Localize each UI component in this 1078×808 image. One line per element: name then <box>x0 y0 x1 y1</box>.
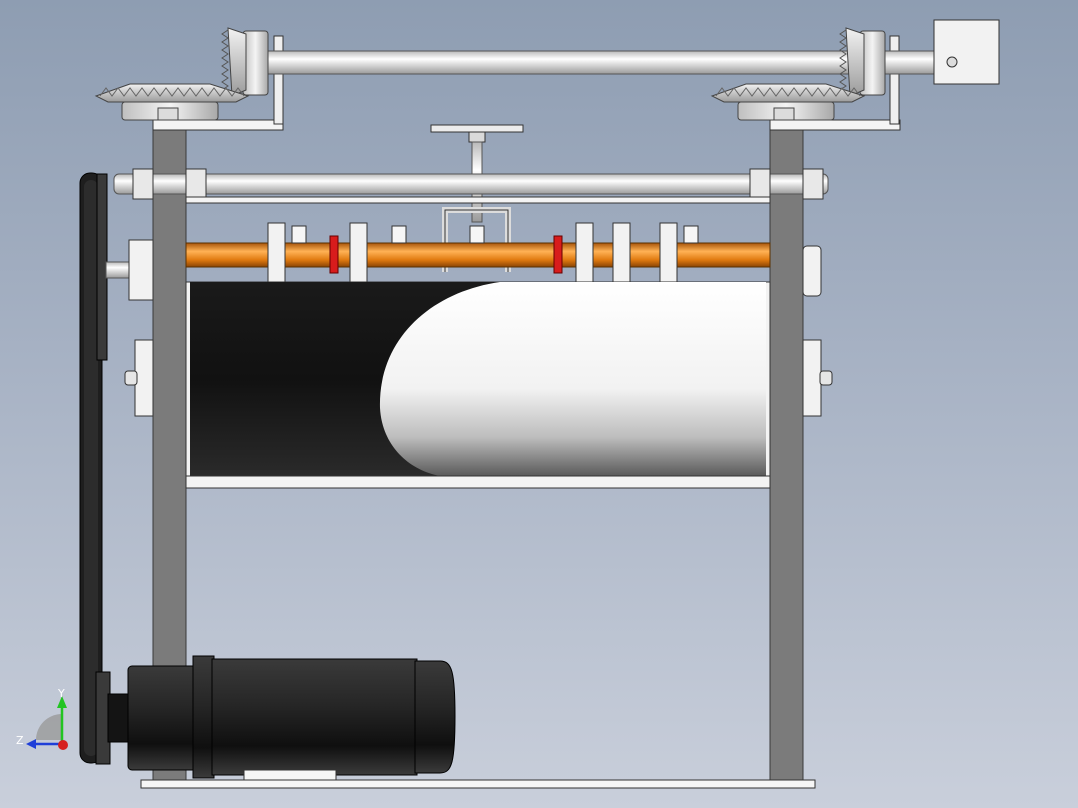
tension-rod[interactable] <box>113 168 829 204</box>
handwheel[interactable] <box>933 19 1000 85</box>
top-shaft[interactable] <box>242 50 939 75</box>
bracket-upright-left[interactable] <box>273 35 284 125</box>
bearing-block-left-lower[interactable] <box>134 339 154 417</box>
bevel-gear-right[interactable] <box>710 27 886 121</box>
top-bracket-right[interactable] <box>769 119 901 131</box>
triad-z-label: Z <box>16 734 24 747</box>
bevel-gear-left[interactable] <box>94 27 269 121</box>
view-orientation-triad: Y Z <box>16 687 68 750</box>
frame-post-right[interactable] <box>769 127 804 781</box>
marker-left <box>329 235 339 274</box>
pulley[interactable] <box>95 173 131 765</box>
bearing-block-right-lower[interactable] <box>802 339 822 417</box>
roller-drum[interactable] <box>185 281 771 489</box>
base-plate[interactable] <box>140 779 816 789</box>
triad-arc <box>36 714 62 740</box>
handwheel-hole <box>946 56 958 68</box>
triad-y-label: Y <box>57 687 65 700</box>
marker-right <box>553 235 563 274</box>
bearing-block-left-upper[interactable] <box>128 239 154 301</box>
triad-origin <box>58 740 68 750</box>
motor[interactable] <box>107 655 456 781</box>
top-bracket-left[interactable] <box>152 119 284 131</box>
bearing-pin-left <box>124 370 138 386</box>
bracket-upright-right[interactable] <box>889 35 900 125</box>
cutter-shaft[interactable] <box>185 222 771 286</box>
bearing-pin-right <box>819 370 833 386</box>
bearing-block-right-upper[interactable] <box>802 245 822 297</box>
